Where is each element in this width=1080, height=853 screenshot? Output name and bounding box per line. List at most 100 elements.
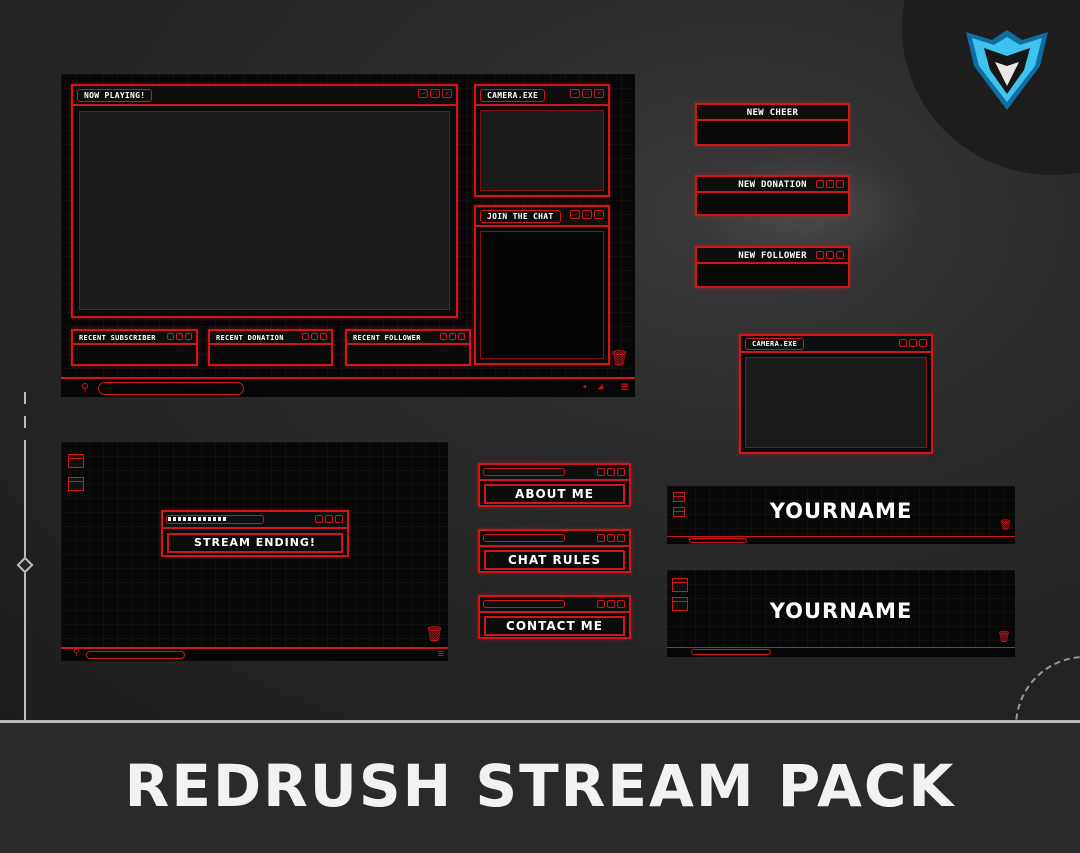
loading-progress-bar xyxy=(166,515,264,524)
wifi-icon[interactable]: ◢ xyxy=(597,382,603,392)
desktop-window-icon[interactable] xyxy=(672,578,688,592)
desktop-window-icon[interactable] xyxy=(672,597,688,611)
minimize-icon[interactable] xyxy=(816,251,824,259)
window-titlebar: CAMERA.EXE — ☐ ✕ xyxy=(476,86,608,106)
minimize-icon[interactable]: — xyxy=(570,210,580,219)
close-icon[interactable] xyxy=(320,333,327,340)
minimize-icon[interactable]: — xyxy=(418,89,428,98)
minimize-icon[interactable] xyxy=(315,515,323,523)
minimize-icon[interactable] xyxy=(597,468,605,476)
banner-taskbar xyxy=(667,647,1015,657)
banner-name-text: YOURNAME xyxy=(769,599,913,623)
maximize-icon[interactable] xyxy=(826,251,834,259)
trash-icon[interactable]: 🗑 xyxy=(424,625,444,643)
stream-ending-screen: STREAM ENDING! 🗑 ⚲ ≡ xyxy=(61,442,448,661)
volume-icon[interactable]: ◂ xyxy=(581,382,587,392)
menu-icon[interactable]: ≡ xyxy=(437,647,444,660)
banner-name-text: YOURNAME xyxy=(769,499,913,523)
search-input[interactable] xyxy=(691,649,771,655)
window-titlebar xyxy=(480,597,629,613)
chat-area xyxy=(480,231,604,359)
maximize-icon[interactable] xyxy=(311,333,318,340)
search-icon[interactable]: ⚲ xyxy=(73,648,80,658)
trash-icon[interactable]: 🗑 xyxy=(997,630,1011,643)
desktop-window-icon[interactable] xyxy=(68,477,84,491)
window-titlebar: NEW DONATION xyxy=(697,177,848,193)
window-titlebar: NEW CHEER xyxy=(697,105,848,121)
minimize-icon[interactable] xyxy=(597,534,605,542)
brand-logo-icon xyxy=(966,30,1048,110)
minimize-icon[interactable] xyxy=(816,180,824,188)
close-icon[interactable]: ✕ xyxy=(594,210,604,219)
maximize-icon[interactable]: ☐ xyxy=(582,89,592,98)
close-icon[interactable] xyxy=(185,333,192,340)
alert-follower-label: NEW FOLLOWER xyxy=(738,251,807,261)
minimize-icon[interactable] xyxy=(302,333,309,340)
about-me-panel[interactable]: ABOUT ME xyxy=(478,463,631,507)
pack-title: REDRUSH STREAM PACK xyxy=(124,752,956,820)
ending-taskbar: ⚲ ≡ xyxy=(61,647,448,661)
window-titlebar: JOIN THE CHAT — ☐ ✕ xyxy=(476,207,608,227)
close-icon[interactable] xyxy=(919,339,927,347)
maximize-icon[interactable] xyxy=(607,468,615,476)
maximize-icon[interactable] xyxy=(176,333,183,340)
desktop-window-icon[interactable] xyxy=(673,507,685,517)
trash-icon[interactable]: 🗑 xyxy=(999,520,1012,531)
close-icon[interactable] xyxy=(617,600,625,608)
alert-new-cheer: NEW CHEER xyxy=(695,103,850,146)
close-icon[interactable] xyxy=(617,534,625,542)
name-banner-1: YOURNAME 🗑 xyxy=(667,486,1015,544)
recent-follower-box: RECENT FOLLOWER xyxy=(345,329,471,366)
deco-diamond xyxy=(16,556,34,574)
desktop-window-icon[interactable] xyxy=(673,492,685,502)
contact-me-panel[interactable]: CONTACT ME xyxy=(478,595,631,639)
close-icon[interactable]: ✕ xyxy=(442,89,452,98)
now-playing-screen xyxy=(79,111,450,310)
maximize-icon[interactable] xyxy=(325,515,333,523)
now-playing-window: NOW PLAYING! — ☐ ✕ xyxy=(71,84,458,318)
search-input[interactable] xyxy=(689,538,747,543)
maximize-icon[interactable] xyxy=(607,600,615,608)
maximize-icon[interactable] xyxy=(909,339,917,347)
minimize-icon[interactable]: — xyxy=(570,89,580,98)
maximize-icon[interactable]: ☐ xyxy=(430,89,440,98)
deco-vertical-line xyxy=(24,440,26,720)
search-icon[interactable]: ⚲ xyxy=(81,381,90,394)
camera-title: CAMERA.EXE xyxy=(480,89,546,102)
deco-vertical-dash-2 xyxy=(24,416,26,428)
minimize-icon[interactable] xyxy=(899,339,907,347)
alert-new-donation: NEW DONATION xyxy=(695,175,850,216)
minimize-icon[interactable] xyxy=(167,333,174,340)
close-icon[interactable] xyxy=(458,333,465,340)
camera-screen xyxy=(480,110,604,191)
trash-icon[interactable]: 🗑 xyxy=(609,349,629,367)
close-icon[interactable] xyxy=(617,468,625,476)
footer-band xyxy=(0,720,1080,853)
close-icon[interactable]: ✕ xyxy=(594,89,604,98)
showcase-background: NOW PLAYING! — ☐ ✕ CAMERA.EXE — ☐ ✕ xyxy=(0,0,1080,720)
menu-icon[interactable]: ≡ xyxy=(620,379,629,395)
about-me-label: ABOUT ME xyxy=(484,484,625,504)
close-icon[interactable] xyxy=(836,251,844,259)
alert-donation-label: NEW DONATION xyxy=(738,180,807,190)
desktop-window-icon[interactable] xyxy=(68,454,84,468)
chat-rules-panel[interactable]: CHAT RULES xyxy=(478,529,631,573)
recent-donation-label: RECENT DONATION xyxy=(216,334,284,342)
chat-rules-label: CHAT RULES xyxy=(484,550,625,570)
maximize-icon[interactable] xyxy=(607,534,615,542)
main-taskbar: ⚲ ◂ ◢ ≡ xyxy=(61,377,635,397)
minimize-icon[interactable] xyxy=(597,600,605,608)
alert-new-follower: NEW FOLLOWER xyxy=(695,246,850,288)
close-icon[interactable] xyxy=(836,180,844,188)
search-input[interactable] xyxy=(86,651,185,659)
minimize-icon[interactable] xyxy=(440,333,447,340)
maximize-icon[interactable]: ☐ xyxy=(582,210,592,219)
search-input[interactable] xyxy=(98,382,244,395)
deco-vertical-dash-1 xyxy=(24,392,26,404)
recent-subscriber-box: RECENT SUBSCRIBER xyxy=(71,329,198,366)
close-icon[interactable] xyxy=(335,515,343,523)
maximize-icon[interactable] xyxy=(826,180,834,188)
camera-frame: CAMERA.EXE xyxy=(739,334,933,454)
window-titlebar: RECENT DONATION xyxy=(210,331,331,345)
maximize-icon[interactable] xyxy=(449,333,456,340)
